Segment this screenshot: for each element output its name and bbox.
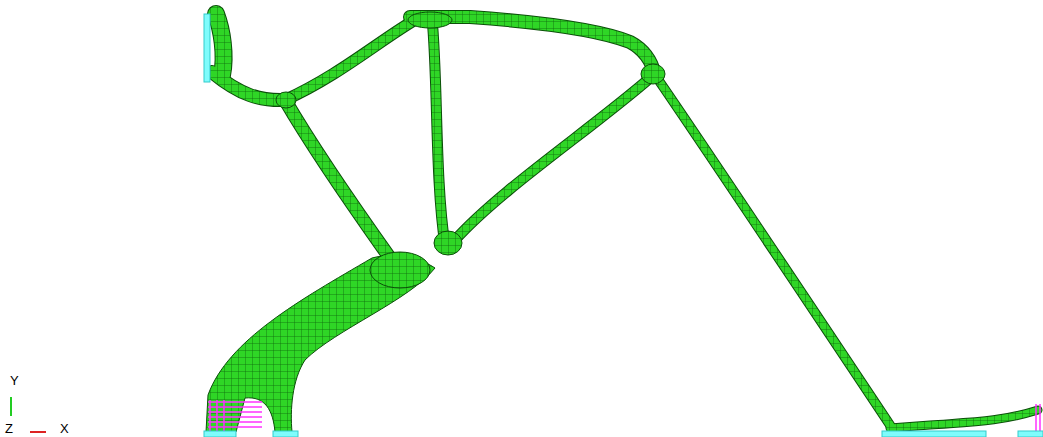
axis-label: Y [10, 374, 19, 387]
member-mesh [212, 14, 1038, 428]
axis-label: Z [5, 422, 13, 435]
axis-triad [11, 397, 46, 432]
support-constraint [204, 14, 1043, 437]
axis-label: X [60, 422, 69, 435]
joint-blob [370, 252, 430, 288]
load-lines [208, 400, 1040, 432]
joint-blob [276, 12, 665, 255]
member-outline [212, 14, 1038, 428]
